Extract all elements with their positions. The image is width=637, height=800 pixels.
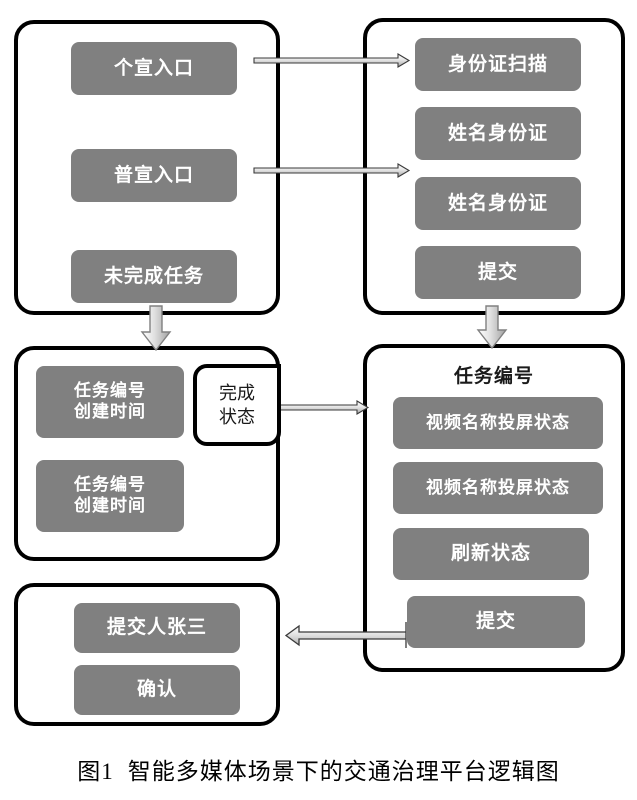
button-name-idcard-2[interactable]: 姓名身份证 bbox=[415, 177, 581, 230]
button-video-status-2[interactable]: 视频名称投屏状态 bbox=[393, 462, 603, 514]
button-idcard-scan[interactable]: 身份证扫描 bbox=[415, 38, 581, 91]
button-submit-idcard[interactable]: 提交 bbox=[415, 246, 581, 299]
button-unfinished-task[interactable]: 未完成任务 bbox=[71, 250, 237, 303]
button-video-status-1[interactable]: 视频名称投屏状态 bbox=[393, 397, 603, 449]
button-refresh-status[interactable]: 刷新状态 bbox=[393, 528, 589, 580]
panel-id-verification: 身份证扫描 姓名身份证 姓名身份证 提交 bbox=[363, 18, 625, 315]
button-general-entry[interactable]: 普宣入口 bbox=[71, 149, 237, 202]
button-confirm[interactable]: 确认 bbox=[74, 665, 240, 715]
figure-caption-text: 智能多媒体场景下的交通治理平台逻辑图 bbox=[127, 759, 560, 784]
button-submitter-name[interactable]: 提交人张三 bbox=[74, 603, 240, 653]
panel-individual-entry: 个宣入口 普宣入口 未完成任务 bbox=[14, 20, 280, 315]
figure-caption-label: 图1 bbox=[77, 759, 114, 784]
arrow-status-to-videotask bbox=[277, 400, 370, 415]
label-task-number: 任务编号 bbox=[453, 366, 534, 387]
button-personal-entry[interactable]: 个宣入口 bbox=[71, 42, 237, 95]
button-task-item-2[interactable]: 任务编号 创建时间 bbox=[36, 460, 184, 532]
panel-video-task: 任务编号 视频名称投屏状态 视频名称投屏状态 刷新状态 提交 bbox=[363, 344, 625, 672]
panel-submitter-confirm: 提交人张三 确认 bbox=[14, 583, 280, 726]
figure-caption: 图1 智能多媒体场景下的交通治理平台逻辑图 bbox=[0, 752, 637, 786]
panel-task-list: 任务编号 创建时间 任务编号 创建时间 完成 状态 bbox=[14, 346, 281, 561]
callout-completion-status[interactable]: 完成 状态 bbox=[193, 364, 281, 446]
button-name-idcard-1[interactable]: 姓名身份证 bbox=[415, 107, 581, 160]
button-task-item-1[interactable]: 任务编号 创建时间 bbox=[36, 366, 184, 438]
button-submit-video[interactable]: 提交 bbox=[407, 596, 585, 648]
